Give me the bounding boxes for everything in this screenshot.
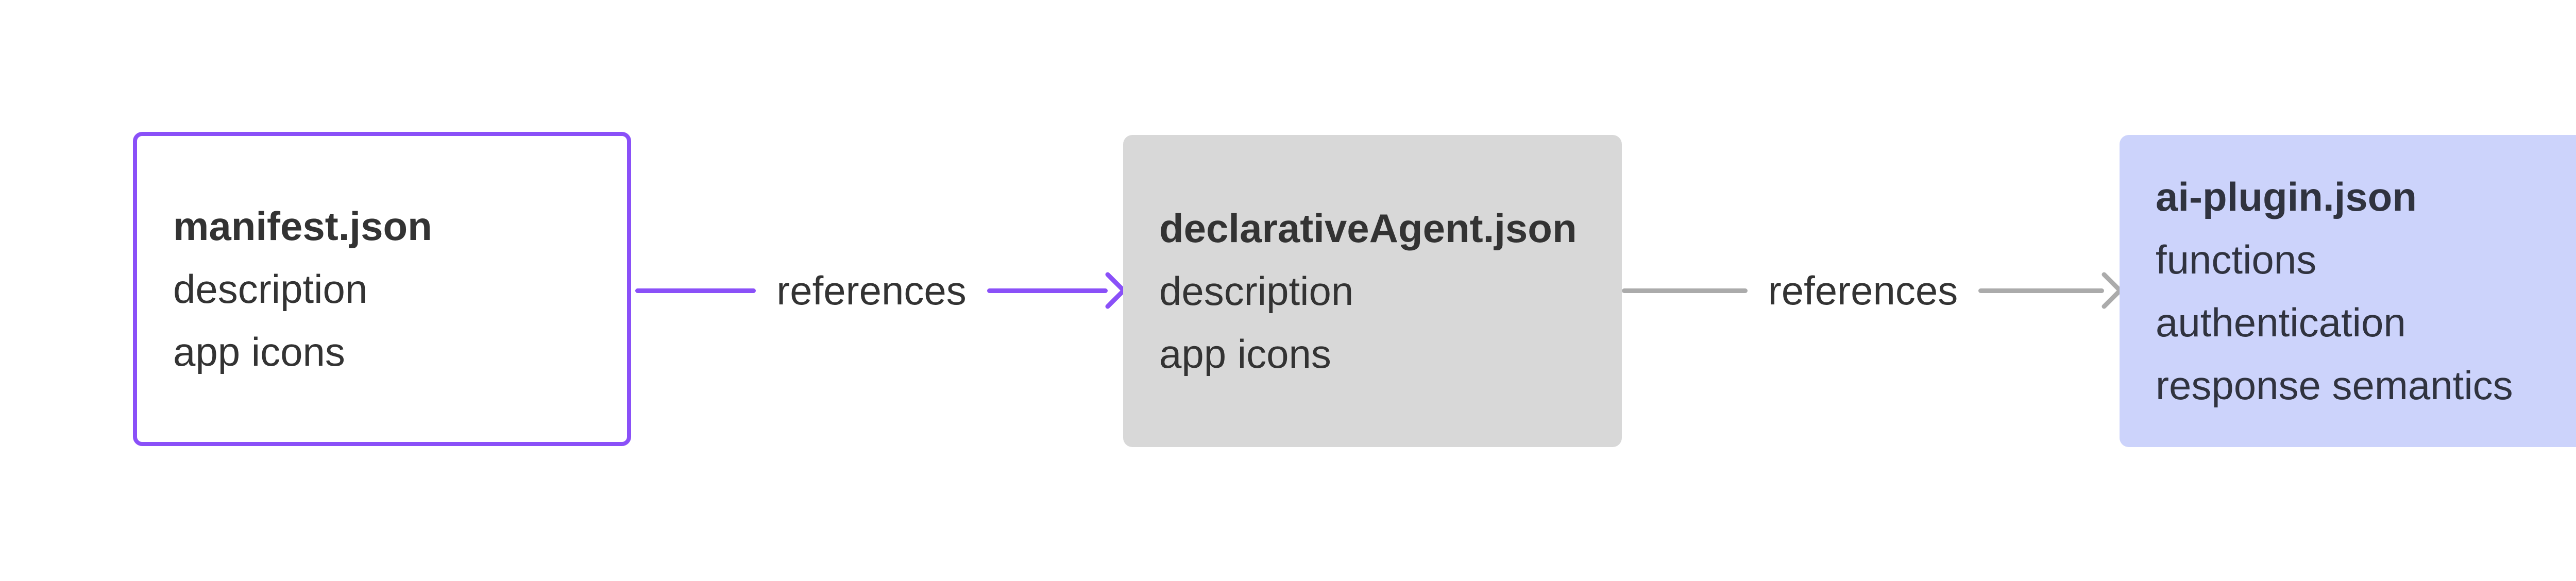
connector-label: references: [776, 268, 967, 313]
node-line: description: [1159, 268, 1354, 314]
connector-line: [1978, 272, 2123, 309]
node-manifest-json: manifest.json description app icons: [133, 132, 631, 446]
connector-line: [987, 272, 1126, 309]
connector-label: references: [1768, 268, 1958, 313]
connector-declarative-agent-to-ai-plugin: references: [1622, 268, 2123, 313]
node-ai-plugin-json: ai-plugin.json functions authentication …: [2120, 135, 2576, 447]
node-title: declarativeAgent.json: [1159, 206, 1577, 251]
node-line: authentication: [2156, 300, 2406, 345]
connector-line: [1622, 288, 1748, 293]
node-title: manifest.json: [173, 203, 432, 249]
connector-line: [635, 288, 756, 293]
node-line: response semantics: [2156, 363, 2513, 408]
node-declarative-agent-json: declarativeAgent.json description app ic…: [1123, 135, 1622, 447]
connector-manifest-to-declarative-agent: references: [635, 268, 1126, 313]
node-line: app icons: [173, 329, 345, 374]
node-title: ai-plugin.json: [2156, 174, 2417, 219]
node-line: app icons: [1159, 331, 1331, 377]
node-line: description: [173, 266, 368, 312]
node-line: functions: [2156, 237, 2317, 282]
